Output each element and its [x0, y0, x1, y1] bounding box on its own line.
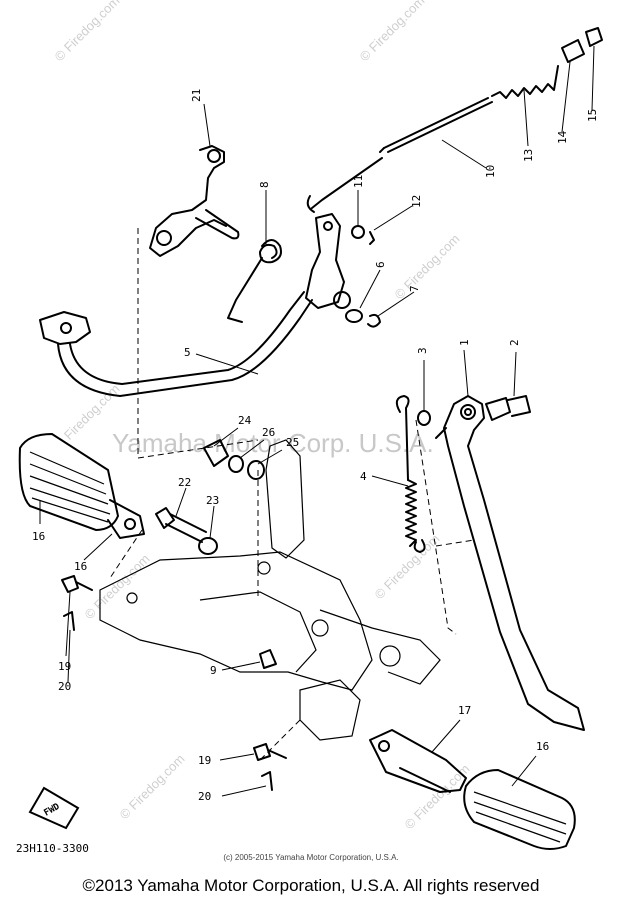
part-9-nut	[259, 649, 277, 669]
part-16-footrest-rubber-left	[18, 432, 120, 532]
leader-lines	[39, 45, 595, 797]
part-19-pin-upper	[61, 575, 93, 593]
callout-13: 13	[522, 149, 535, 162]
watermark-site: © Firedog.com	[117, 751, 188, 822]
frame-section	[99, 439, 441, 741]
callout-6: 6	[374, 261, 387, 268]
part-4-spring	[395, 395, 426, 553]
part-lever-bracket	[305, 213, 351, 309]
part-20-cotter-lower	[261, 771, 273, 791]
callout-17: 17	[458, 704, 471, 717]
part-13-spring	[491, 65, 559, 99]
part-24-collar	[203, 439, 229, 467]
watermark-main: Yamaha Motor Corp. U.S.A.	[112, 428, 434, 458]
callout-19: 19	[58, 660, 71, 673]
diagram-code: 23H110-3300	[16, 842, 89, 855]
part-25-washer	[247, 460, 265, 480]
part-5-stand-arm	[39, 291, 313, 397]
callout-4: 4	[360, 470, 367, 483]
part-8-spring	[227, 239, 282, 323]
callout-16: 16	[32, 530, 45, 543]
callout-10: 10	[484, 165, 497, 178]
part-20-cotter-upper	[63, 611, 75, 631]
part-21-arm	[149, 145, 240, 257]
part-15-nut	[585, 27, 603, 47]
callout-25: 25	[286, 436, 299, 449]
part-23-washer	[198, 537, 218, 555]
callout-15: 15	[586, 109, 599, 122]
copyright: ©2013 Yamaha Motor Corporation, U.S.A. A…	[82, 876, 540, 895]
part-26-washer	[228, 455, 244, 473]
part-2-bolt	[485, 395, 531, 421]
part-6-washer	[345, 309, 363, 323]
callout-16: 16	[536, 740, 549, 753]
copyright-small: (c) 2005-2015 Yamaha Motor Corporation, …	[223, 853, 399, 862]
callout-20: 20	[58, 680, 71, 693]
callout-12: 12	[410, 195, 423, 208]
part-10-rod	[306, 97, 493, 213]
watermark-site: © Firedog.com	[357, 0, 428, 64]
watermark-site: © Firedog.com	[52, 0, 123, 64]
callouts: 21 8 11 12 6 7 5 3 1 2 4 10 13 14 15 24 …	[32, 89, 599, 803]
part-1-side-stand	[435, 395, 585, 731]
callout-2: 2	[508, 339, 521, 346]
part-12-pin	[369, 231, 375, 245]
part-11-nut	[351, 225, 365, 239]
callout-24: 24	[238, 414, 252, 427]
callout-23: 23	[206, 494, 219, 507]
callout-16: 16	[74, 560, 87, 573]
callout-7: 7	[408, 285, 421, 292]
callout-19: 19	[198, 754, 211, 767]
callout-26: 26	[262, 426, 275, 439]
watermark-site: © Firedog.com	[82, 551, 153, 622]
callout-22: 22	[178, 476, 191, 489]
part-16-footrest-rubber-right	[463, 768, 576, 850]
watermark-site: © Firedog.com	[402, 761, 473, 832]
part-14-collar	[561, 39, 585, 63]
callout-1: 1	[458, 339, 471, 346]
part-3-washer	[417, 410, 431, 426]
callout-11: 11	[352, 175, 365, 188]
callout-21: 21	[190, 89, 203, 102]
callout-14: 14	[556, 130, 569, 144]
callout-9: 9	[210, 664, 217, 677]
callout-3: 3	[416, 347, 429, 354]
part-16-footrest-bar	[107, 499, 145, 539]
watermark-site: © Firedog.com	[392, 231, 463, 302]
watermark-layer: © Firedog.com © Firedog.com © Firedog.co…	[52, 0, 473, 832]
part-19-pin-lower	[253, 743, 287, 761]
fwd-arrow-icon: FWD	[28, 786, 80, 830]
part-7-clip	[367, 313, 381, 328]
callout-8: 8	[258, 181, 271, 188]
part-22-bolt	[155, 507, 207, 543]
callout-20: 20	[198, 790, 211, 803]
callout-5: 5	[184, 346, 191, 359]
watermark-site: © Firedog.com	[372, 531, 443, 602]
part-17-footrest-bracket	[369, 729, 467, 793]
